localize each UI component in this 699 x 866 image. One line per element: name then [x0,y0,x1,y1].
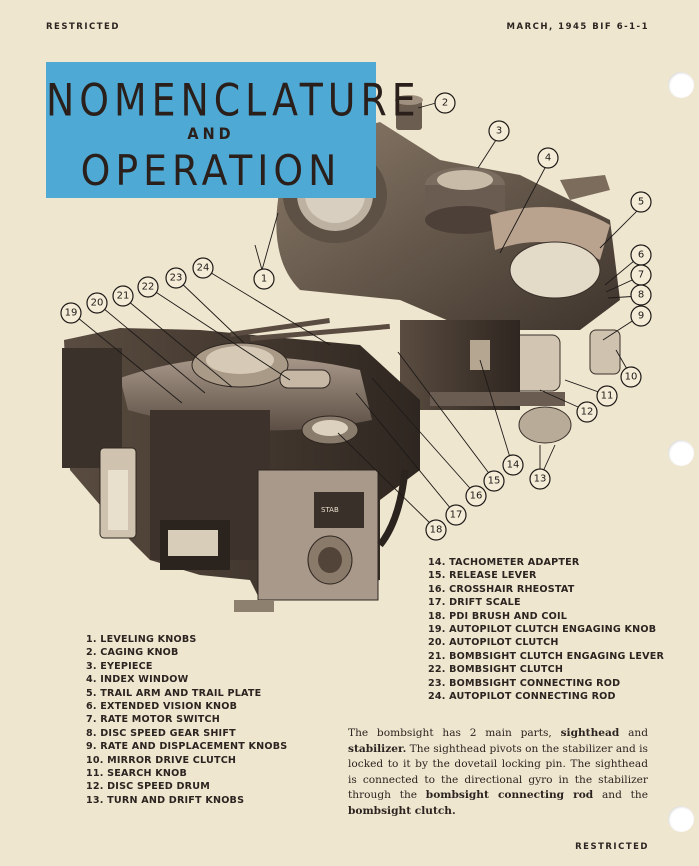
list-item: 11. SEARCH KNOB [86,768,187,780]
title-block: NOMENCLATURE AND OPERATION [46,0,421,300]
stabilizer [62,318,420,612]
callout-4: 4 [537,147,559,169]
svg-text:23: 23 [170,273,183,284]
svg-text:19: 19 [65,308,78,319]
list-item: 23. BOMBSIGHT CONNECTING ROD [428,677,621,689]
list-item: 21. BOMBSIGHT CLUTCH ENGAGING LEVER [428,650,665,662]
callout-7: 7 [630,264,652,286]
svg-text:21: 21 [117,291,130,302]
list-item: 13. TURN AND DRIFT KNOBS [86,794,245,806]
callout-18: 18 [425,519,447,541]
svg-text:7: 7 [638,270,644,281]
callout-6: 6 [630,244,652,266]
callout-22: 22 [137,276,159,298]
punch-hole-top [668,72,694,98]
svg-text:3: 3 [496,126,502,137]
svg-text:8: 8 [638,290,644,301]
svg-text:18: 18 [430,525,443,536]
svg-text:6: 6 [638,250,644,261]
list-item: 20. AUTOPILOT CLUTCH [428,637,559,649]
callout-20: 20 [86,292,108,314]
callout-15: 15 [483,470,505,492]
callout-23: 23 [165,267,187,289]
svg-text:5: 5 [638,197,644,208]
svg-text:14: 14 [507,460,520,471]
stab-plate-label: STAB [321,506,339,514]
list-item: 1. LEVELING KNOBS [86,634,197,645]
para-text: and [619,727,648,739]
list-item: 8. DISC SPEED GEAR SHIFT [86,727,236,739]
list-item: 19. AUTOPILOT CLUTCH ENGAGING KNOB [428,624,657,636]
callout-5: 5 [630,191,652,213]
title-line-operation: OPERATION [80,146,342,195]
list-item: 7. RATE MOTOR SWITCH [86,714,220,726]
punch-hole-bottom [668,806,694,832]
para-bold-stabilizer: stabilizer. [348,742,407,755]
description-paragraph: The bombsight has 2 main parts, sighthea… [348,726,648,820]
svg-text:24: 24 [197,263,210,274]
callouts: 1 2 3 4 5 6 7 8 9 10 11 12 13 14 15 16 1… [60,92,652,541]
title-background [46,62,376,198]
svg-text:11: 11 [601,391,614,402]
para-bold-connecting-rod: bombsight connecting rod [425,789,594,802]
callout-17: 17 [445,504,467,526]
callout-3: 3 [488,120,510,142]
callout-1: 1 [253,268,275,290]
para-text: and the [593,789,648,802]
list-item: 17. DRIFT SCALE [428,597,521,609]
header-restricted: RESTRICTED [46,22,120,32]
callout-16: 16 [465,485,487,507]
list-item: 9. RATE AND DISPLACEMENT KNOBS [86,741,288,753]
svg-text:2: 2 [442,98,448,109]
parts-list-right: 14. TACHOMETER ADAPTER 15. RELEASE LEVER… [428,556,664,703]
list-item: 4. INDEX WINDOW [86,674,189,686]
callout-leader-lines [71,102,642,530]
svg-text:10: 10 [625,372,638,383]
list-item: 6. EXTENDED VISION KNOB [86,701,238,713]
callout-12: 12 [576,401,598,423]
list-item: 5. TRAIL ARM AND TRAIL PLATE [86,687,262,699]
svg-text:4: 4 [545,153,551,164]
list-item: 2. CAGING KNOB [86,647,179,659]
svg-text:20: 20 [91,298,104,309]
svg-text:12: 12 [581,407,594,418]
list-item: 12. DISC SPEED DRUM [86,781,210,793]
callout-2: 2 [434,92,456,114]
para-text: The sighthead pivots on the stabilizer a… [348,742,648,802]
svg-text:15: 15 [488,476,501,487]
svg-text:16: 16 [470,491,483,502]
list-item: 16. CROSSHAIR RHEOSTAT [428,583,575,595]
list-item: 10. MIRROR DRIVE CLUTCH [86,754,237,766]
callout-13: 13 [529,468,551,490]
list-item: 22. BOMBSIGHT CLUTCH [428,664,564,676]
header-date-code: MARCH, 1945 BIF 6-1-1 [506,22,649,32]
svg-text:1: 1 [261,274,267,285]
title-line-and: AND [187,124,235,143]
parts-list-left: 1. LEVELING KNOBS 2. CAGING KNOB 3. EYEP… [86,633,287,807]
para-bold-clutch: bombsight clutch. [348,804,456,817]
svg-text:17: 17 [450,510,463,521]
list-item: 14. TACHOMETER ADAPTER [428,557,580,568]
callout-14: 14 [502,454,524,476]
list-item: 24. AUTOPILOT CONNECTING ROD [428,691,616,703]
footer-restricted: RESTRICTED [575,842,649,852]
callout-21: 21 [112,285,134,307]
para-text: The bombsight has 2 main parts, [348,727,561,739]
callout-19: 19 [60,302,82,324]
callout-9: 9 [630,305,652,327]
title-line-nomenclature: NOMENCLATURE [46,74,421,127]
callout-8: 8 [630,284,652,306]
svg-text:22: 22 [142,282,155,293]
list-item: 15. RELEASE LEVER [428,570,537,582]
callout-11: 11 [596,385,618,407]
svg-text:13: 13 [534,474,547,485]
punch-hole-middle [668,440,694,466]
callout-10: 10 [620,366,642,388]
svg-text:9: 9 [638,311,644,322]
callout-24: 24 [192,257,214,279]
list-item: 3. EYEPIECE [86,660,153,672]
para-bold-sighthead: sighthead [560,727,620,739]
list-item: 18. PDI BRUSH AND COIL [428,610,568,622]
